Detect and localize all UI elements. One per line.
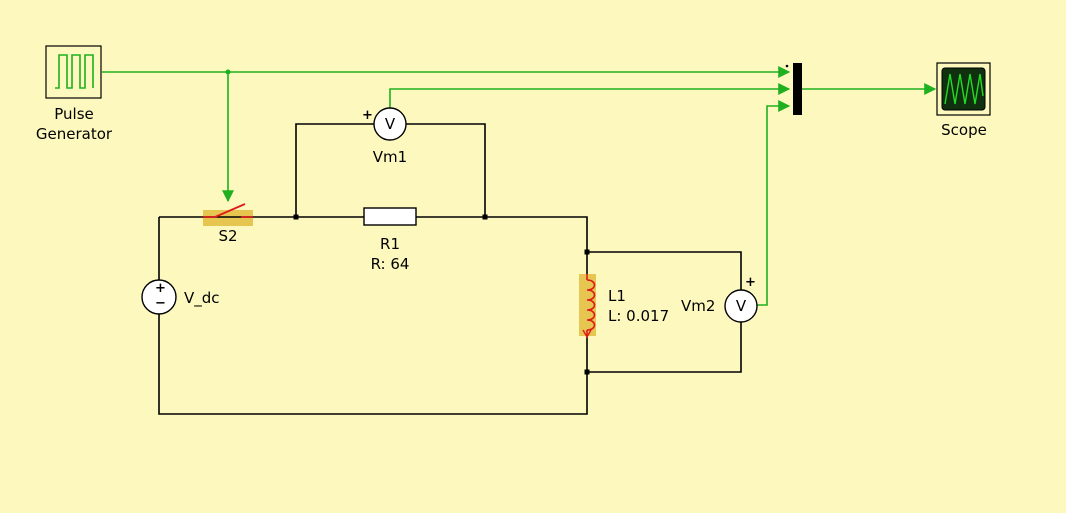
inductor-arrow [582,329,592,339]
vm1-symbol: V [384,115,396,133]
wire-left-lower [158,314,588,415]
resistor-value: R: 64 [370,255,410,273]
pulse-generator-label-line2: Generator [35,125,113,143]
scope-icon [944,73,984,105]
signal-wires [102,66,937,306]
wire-vm1-left [295,123,374,217]
vm2-label: Vm2 [681,297,716,315]
inductor-value: L: 0.017 [608,307,670,325]
signal-vm1-to-mux [389,83,791,109]
signal-vm2-to-mux [757,100,791,306]
scope-block[interactable] [936,62,991,116]
dc-source-plus: + [155,281,166,296]
pulse-generator-block[interactable] [45,45,102,99]
voltmeter-vm1[interactable] [373,107,407,141]
pulse-generator-label: Pulse Generator [22,104,126,144]
signal-branch-point [225,69,231,75]
junction-node [482,214,488,220]
vm1-plus: + [362,108,373,123]
dc-source[interactable] [141,279,177,315]
junction-node [584,249,590,255]
scope-label: Scope [941,121,987,139]
mux-dot [785,64,789,68]
voltmeter-vm2[interactable] [724,289,758,323]
resistor-label: R1 R: 64 [352,234,428,274]
vm2-plus: + [745,275,756,290]
inductor-coil [586,279,596,331]
resistor-r1[interactable] [363,207,417,226]
wire-vm2-top [587,251,742,290]
inductor-label: L1 L: 0.017 [608,286,669,326]
dc-source-label: V_dc [184,289,220,307]
wire-r1-to-right [416,216,588,276]
vm2-symbol: V [735,297,747,315]
resistor-name: R1 [380,235,400,253]
pulse-generator-label-line1: Pulse [54,105,94,123]
wire-vm1-right [406,123,486,217]
pulse-icon [55,54,94,89]
switch-blade [214,203,246,218]
wire-vm2-bottom [587,322,742,373]
electrical-wires [158,123,742,415]
junction-node [584,369,590,375]
mux-bar[interactable] [793,63,802,115]
switch-label: S2 [218,227,238,245]
junction-nodes [293,214,590,375]
inductor-l1[interactable] [579,274,596,339]
vm1-label: Vm1 [372,148,408,166]
switch-s2[interactable] [203,203,253,226]
junction-node [293,214,299,220]
scope-screen [941,67,986,111]
dc-source-minus: − [155,296,166,311]
inductor-name: L1 [608,287,626,305]
